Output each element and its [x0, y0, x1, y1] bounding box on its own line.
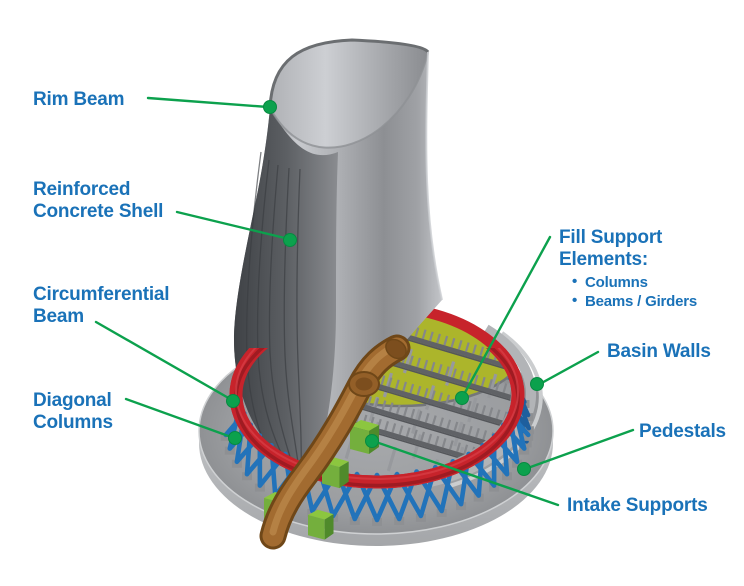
leader-pedestals	[523, 428, 635, 471]
label-fill-support-elements: Fill Support Elements: Columns Beams / G…	[559, 227, 719, 312]
fill-support-title: Fill Support Elements:	[559, 227, 663, 271]
fill-support-item-columns: Columns	[572, 273, 719, 292]
leader-basin-walls	[536, 350, 600, 387]
label-circumferential-beam: Circumferential Beam	[33, 284, 170, 328]
intake-pipe	[259, 334, 411, 550]
leader-intake-supports	[371, 439, 560, 507]
label-basin-walls: Basin Walls	[607, 341, 711, 362]
label-reinforced-concrete-shell: Reinforced Concrete Shell	[33, 179, 164, 223]
leader-lines	[94, 96, 635, 507]
leader-rim-beam	[146, 96, 270, 109]
diagonal-columns-dot	[228, 431, 242, 445]
leader-fill-support	[460, 235, 552, 400]
leader-diagonal-columns	[124, 397, 236, 440]
tower-shell	[234, 38, 443, 482]
pedestals-dot	[517, 462, 531, 476]
concrete-shell-dot	[283, 233, 297, 247]
label-diagonal-columns: Diagonal Columns	[33, 390, 113, 434]
shell-right-edge-highlight	[425, 51, 443, 301]
fill-support-list: Columns Beams / Girders	[559, 273, 719, 312]
label-intake-supports: Intake Supports	[567, 495, 708, 516]
leader-concrete-shell	[175, 210, 291, 241]
leader-circumferential-beam	[94, 320, 234, 402]
shell-near-rim	[269, 51, 429, 149]
shell-ribbed-side	[234, 108, 338, 482]
shell-rib-lines	[246, 151, 302, 477]
leader-dots	[226, 100, 544, 476]
label-rim-beam: Rim Beam	[33, 89, 125, 110]
rim-beam-edge	[268, 38, 430, 109]
circumferential-beam-dot	[226, 394, 240, 408]
intake-supports-dot	[365, 434, 379, 448]
label-pedestals: Pedestals	[639, 421, 726, 442]
rim-beam-dot	[263, 100, 277, 114]
fill-support-dot	[455, 391, 469, 405]
basin-walls-dot	[530, 377, 544, 391]
fill-support-item-beams-girders: Beams / Girders	[572, 292, 719, 311]
